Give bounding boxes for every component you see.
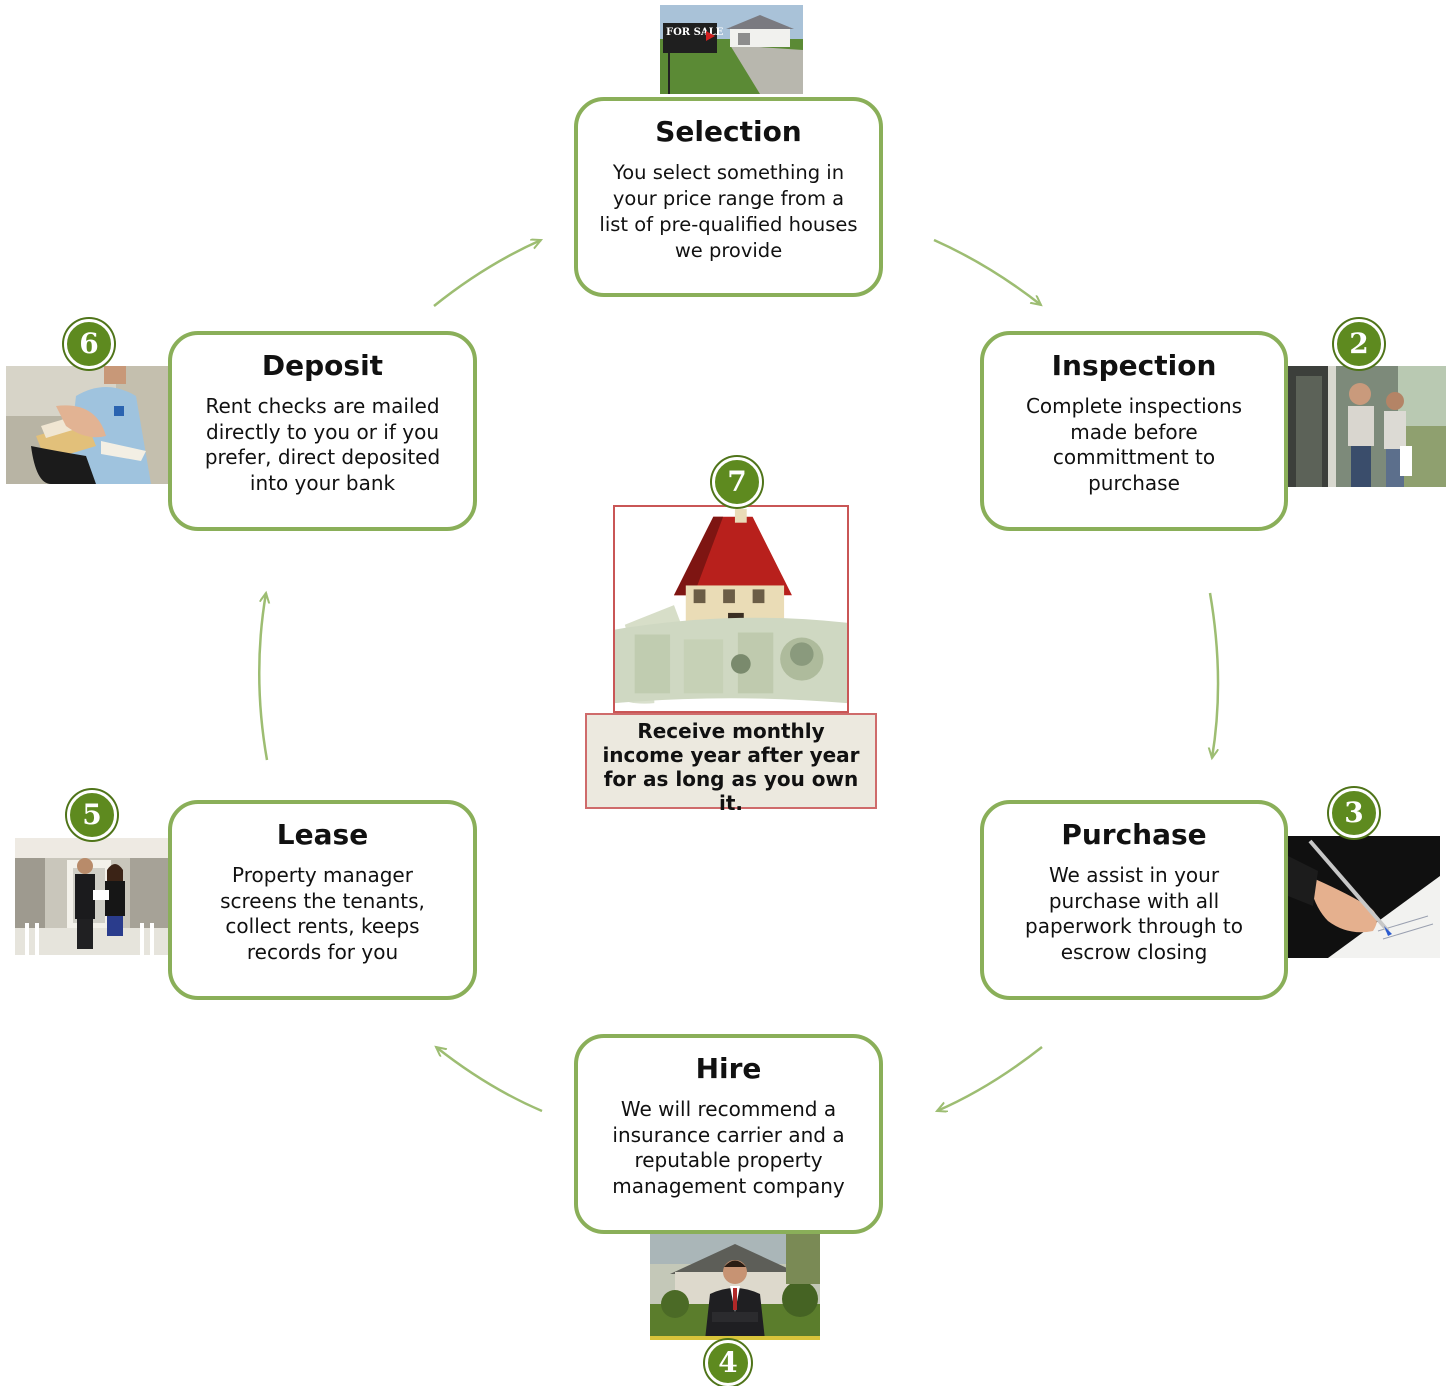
step-title: Hire xyxy=(695,1052,762,1085)
step-description: We will recommend a insurance carrier an… xyxy=(612,1097,845,1198)
step-title: Lease xyxy=(276,818,369,851)
arrow-1-to-2 xyxy=(933,238,1041,305)
step-description: Complete inspections made before committ… xyxy=(1025,394,1243,495)
step-card-purchase: Purchase We assist in your purchase with… xyxy=(980,800,1288,1000)
step-number-badge-3: 3 xyxy=(1329,788,1379,838)
step-title: Inspection xyxy=(1051,349,1217,382)
step-card-deposit: Deposit Rent checks are mailed directly … xyxy=(168,331,477,531)
mail-carrier-photo xyxy=(6,366,168,484)
arrow-4-to-5 xyxy=(436,1047,543,1113)
arrow-2-to-3 xyxy=(1210,592,1220,758)
inspectors-at-door-photo xyxy=(1288,366,1446,487)
step-card-lease: Lease Property manager screens the tenan… xyxy=(168,800,477,1000)
hand-signing-document-photo xyxy=(1288,836,1440,958)
step-number-badge-7: 7 xyxy=(712,457,762,507)
step-description: Property manager screens the tenants, co… xyxy=(220,863,425,964)
arrow-5-to-6 xyxy=(258,593,267,761)
agent-in-front-of-house-photo xyxy=(650,1234,820,1340)
step-number-badge-4: 4 xyxy=(705,1340,751,1386)
for-sale-sign-text: FOR SALE xyxy=(666,27,724,38)
step-card-inspection: Inspection Complete inspections made bef… xyxy=(980,331,1288,531)
step-title: Selection xyxy=(655,115,802,148)
step-number-badge-6: 6 xyxy=(64,319,114,369)
step-card-selection: Selection You select something in your p… xyxy=(574,97,883,297)
step-number-badge-5: 5 xyxy=(67,790,117,840)
manager-and-tenant-photo xyxy=(15,838,168,955)
step-description: You select something in your price range… xyxy=(599,161,858,262)
step-description: We assist in your purchase with all pape… xyxy=(1025,863,1243,964)
step-description: Rent checks are mailed directly to you o… xyxy=(204,394,441,495)
house-on-dollar-bills-photo xyxy=(613,505,849,713)
arrow-6-to-1 xyxy=(433,240,541,307)
arrow-3-to-4 xyxy=(937,1046,1043,1111)
step-number-badge-2: 2 xyxy=(1334,319,1384,369)
step-title: Purchase xyxy=(1061,818,1207,851)
step-card-hire: Hire We will recommend a insurance carri… xyxy=(574,1034,883,1234)
center-caption: Receive monthly income year after year f… xyxy=(585,713,877,815)
step-title: Deposit xyxy=(261,349,384,382)
for-sale-sign-house-photo: FOR SALE xyxy=(660,5,803,94)
